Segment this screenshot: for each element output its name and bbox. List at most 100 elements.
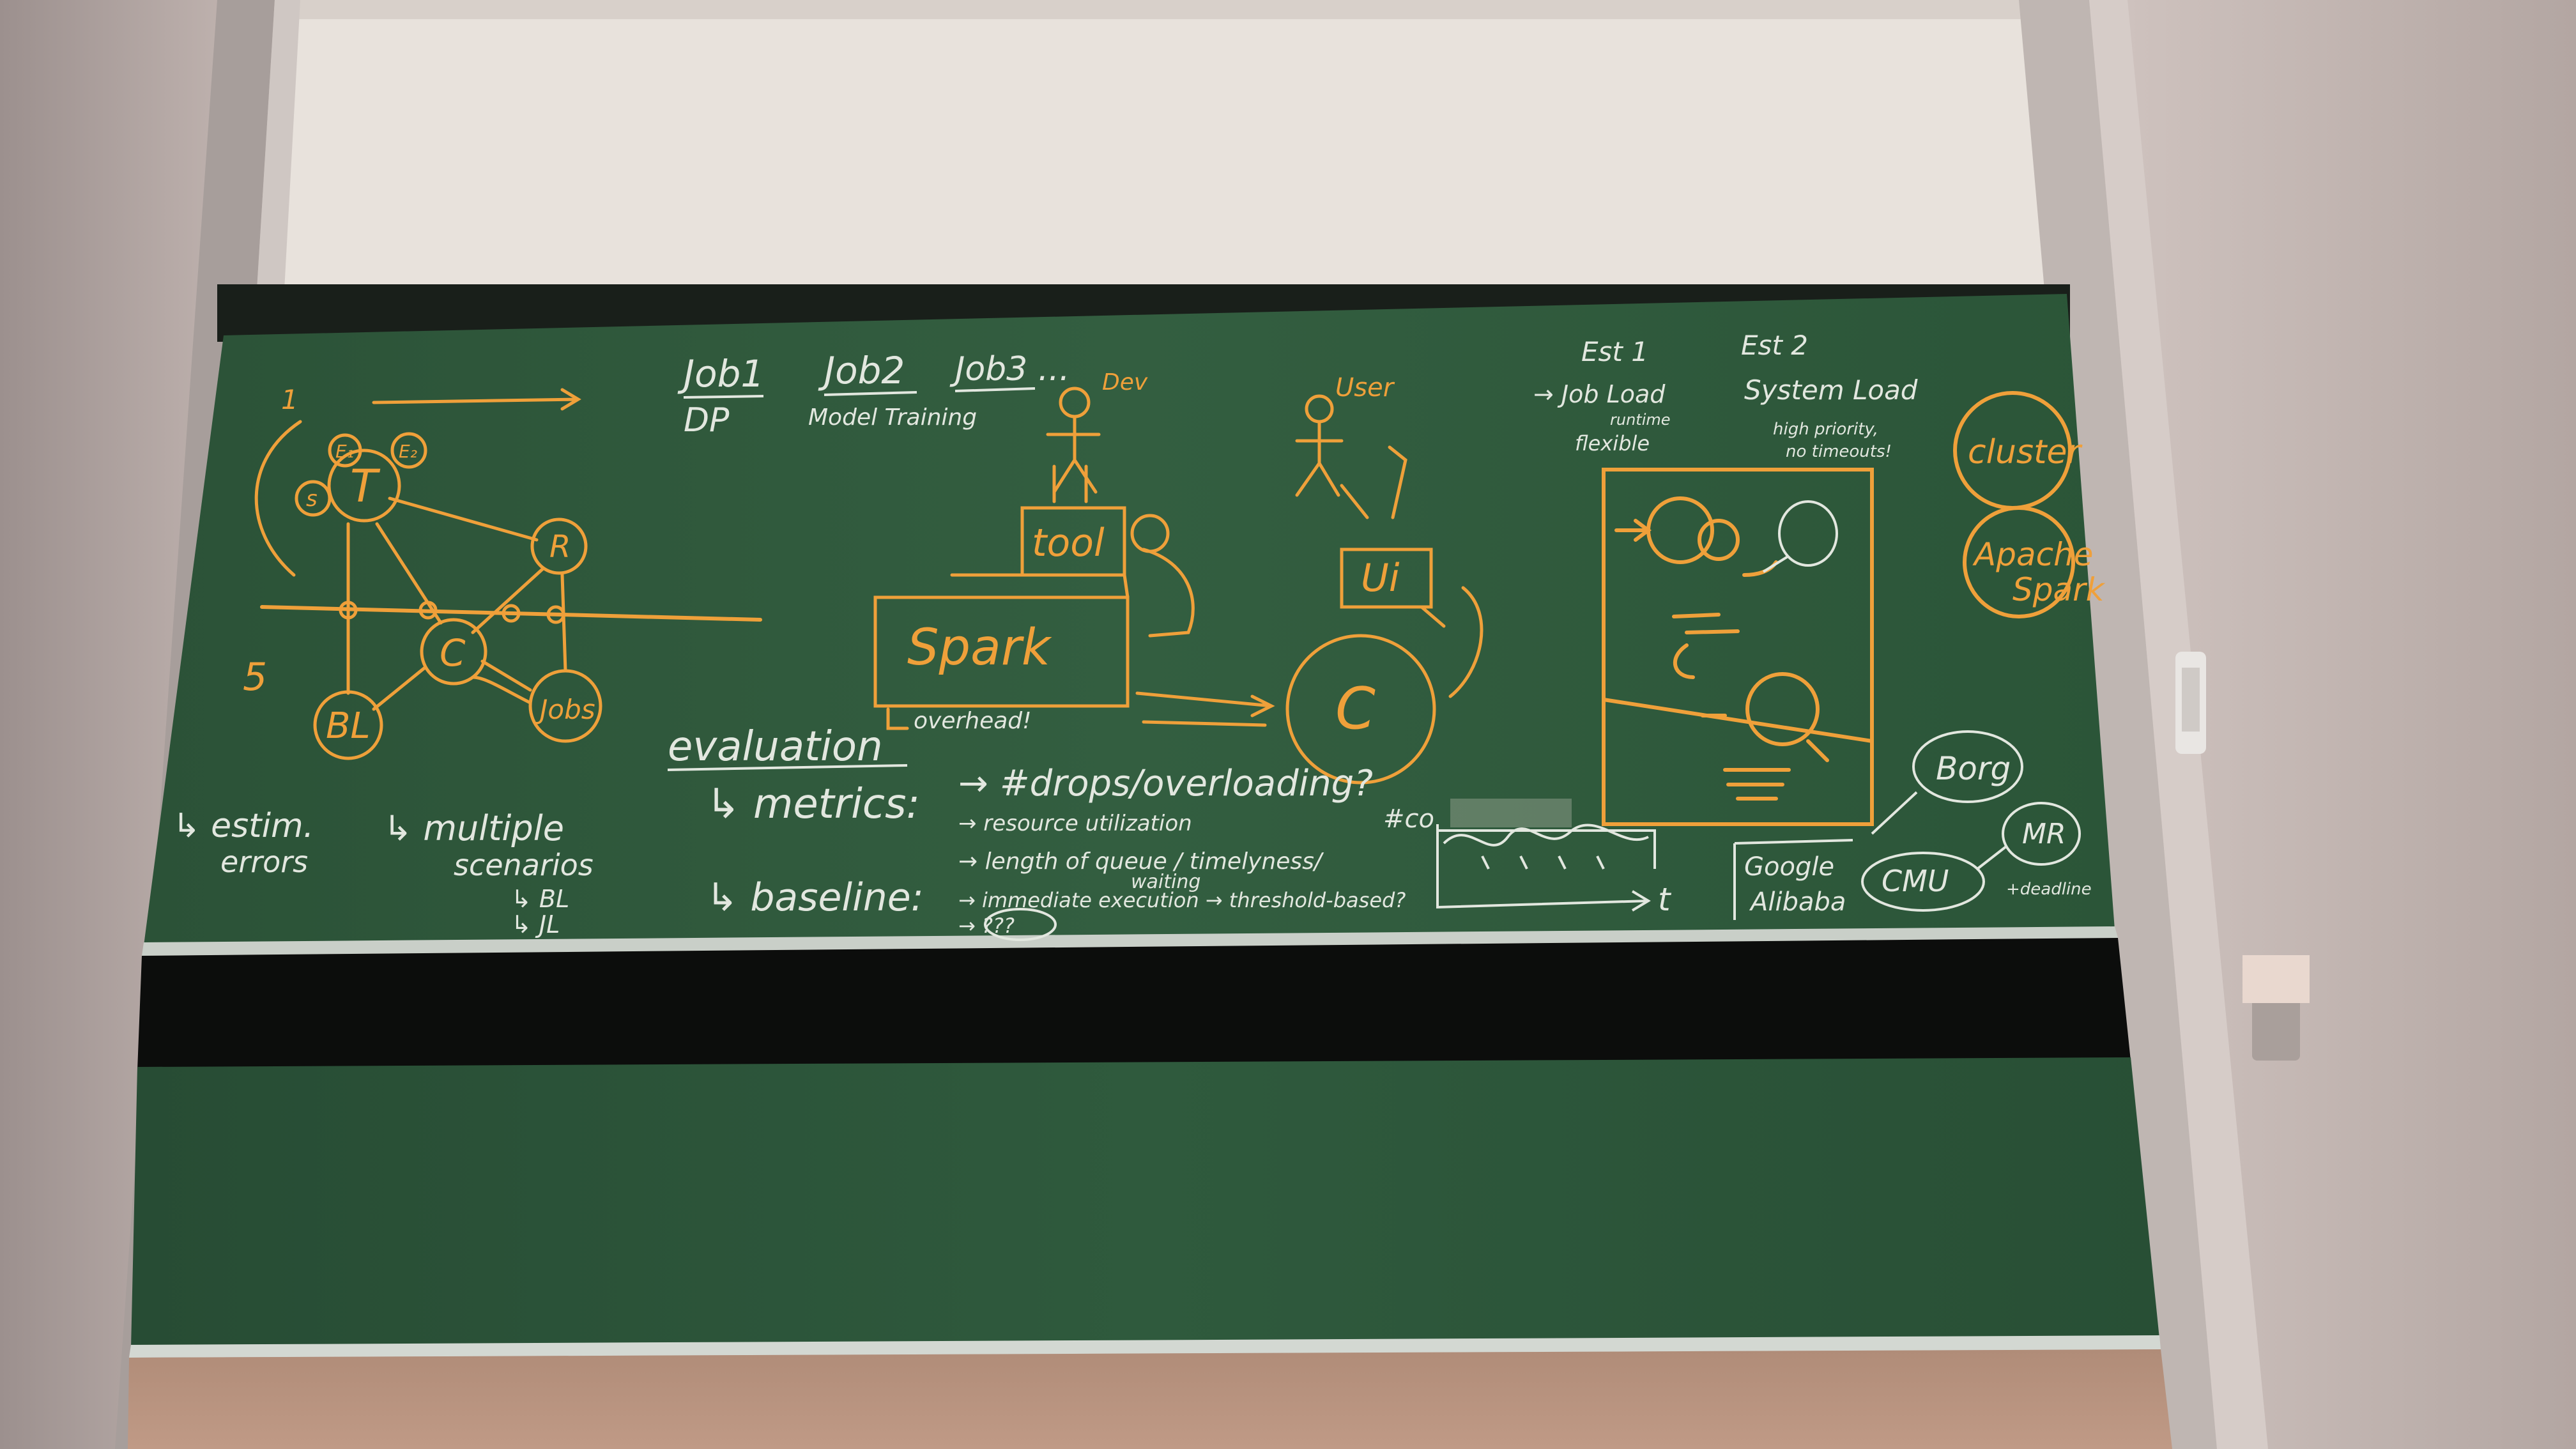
hline [260, 605, 762, 622]
job1-sub: DP [684, 401, 730, 440]
edge-t-r [388, 496, 539, 542]
evaluation-lines [667, 764, 1057, 941]
chalk-cup-paper [2242, 955, 2310, 1003]
node-bl-label: BL [326, 705, 371, 747]
estim-1: ↳ estim. [172, 807, 314, 845]
cmu-ellipse [1861, 852, 1985, 912]
est2-label: Est 2 [1741, 330, 1808, 361]
node-e2-label: E₂ [399, 441, 417, 462]
jobs-header: Job1 DP Job2 Model Training Job3 ... [677, 349, 1070, 440]
user-labels: User Ui C [1335, 373, 1400, 742]
right-box-diagram [1602, 468, 1874, 826]
graph-arrow [1631, 890, 1651, 912]
rb-arrow-down [1806, 739, 1829, 762]
overhead-label: overhead! [914, 708, 1032, 734]
apache-label: Apache [1972, 536, 2094, 573]
est1-sub: runtime [1610, 411, 1671, 429]
job2-label: Job2 [818, 349, 905, 392]
google-label: Google [1744, 852, 1834, 882]
rb-hook [1673, 643, 1695, 679]
c-big-circle [1285, 634, 1436, 785]
node-e2-circle [390, 432, 427, 469]
multi-1: ↳ multiple [383, 808, 564, 848]
edge-r-c [471, 567, 545, 634]
borg-label: Borg [1936, 750, 2011, 787]
tool-label: tool [1032, 521, 1105, 565]
mark-5: 5 [243, 655, 267, 700]
cluster-labels: cluster Apache Spark [1968, 433, 2106, 608]
node-c-circle [420, 618, 487, 686]
mr-line [1976, 845, 2007, 870]
graph-wave [1443, 824, 1649, 847]
bottom-left-notes: ↳ estim. errors ↳ multiple scenarios ↳ B… [172, 807, 594, 939]
left-diagram-labels: T s E₁ E₂ R C BL Jobs 1 5 [243, 384, 595, 747]
rb-line-b [1685, 629, 1740, 634]
job1-label: Job1 [677, 352, 764, 395]
deadline-label: +deadline [2006, 880, 2092, 899]
node-c-label: C [440, 631, 466, 675]
junction-4 [546, 605, 565, 624]
rb-bottom-lines [1723, 768, 1791, 801]
baseline-label: ↳ baseline: [706, 875, 924, 920]
arrow-top [372, 388, 581, 411]
left-diagram [254, 388, 762, 760]
edge-r-jobs [560, 573, 567, 673]
sources-diagram [1733, 730, 2081, 920]
node-s-label: s [306, 486, 318, 512]
ui-label: Ui [1361, 556, 1400, 601]
cluster-label: cluster [1968, 433, 2083, 471]
edge-c-jobs [480, 659, 532, 692]
graph-ticks [1481, 855, 1605, 870]
remote-buttons [2182, 668, 2200, 732]
spark-diagram [873, 387, 1275, 730]
node-t-circle [327, 448, 401, 523]
est2-note1: high priority, [1773, 420, 1878, 439]
baseline-1: → immediate execution → threshold-based? [958, 888, 1406, 912]
edge-jobs-c [471, 675, 532, 705]
chalk-tray-lower [129, 1335, 2161, 1358]
node-jobs-label: Jobs [535, 694, 595, 725]
user-body [1295, 420, 1344, 497]
chalk-tray-upper [142, 926, 2118, 956]
estim-2: errors [220, 845, 308, 879]
board-gap [137, 938, 2131, 1070]
smudge [1450, 799, 1572, 827]
baseline-2-circle [984, 908, 1057, 941]
junction-2 [418, 601, 438, 620]
dev-label: Dev [1102, 369, 1148, 395]
est-labels: Est 1 → Job Load runtime flexible Est 2 … [1533, 330, 1918, 461]
chalkboard-lower [131, 1057, 2159, 1348]
job3-label: Job3 ... [949, 350, 1070, 388]
borg-ellipse [1912, 730, 2023, 803]
rb-white-ellipse [1778, 500, 1838, 567]
spark-label: Spark [907, 619, 1052, 677]
overhead-hook [886, 707, 909, 730]
node-e1-label: E₁ [335, 441, 354, 462]
spark-labels: Spark tool Dev [907, 369, 1148, 677]
floor-area [128, 1349, 2172, 1449]
apache-circle [1963, 506, 2075, 618]
est2-note2: no timeouts! [1786, 442, 1892, 461]
time-graph [1436, 824, 1656, 912]
jobs-underlines [683, 387, 1036, 399]
tool-loop [1142, 548, 1195, 638]
apache-spark-label: Spark [2012, 571, 2106, 608]
bl-note: ↳ BL [511, 885, 569, 913]
right-box-white [1762, 500, 1838, 573]
est1-label: Est 1 [1581, 336, 1648, 367]
multi-2: scenarios [454, 848, 594, 882]
metric-3b: waiting [1131, 871, 1200, 893]
cluster-diagram [1953, 391, 2075, 618]
rb-white-arrow [1762, 555, 1790, 573]
metric-3: → length of queue / timelyness/ [958, 848, 1324, 875]
mr-label: MR [2022, 818, 2066, 850]
metric-1: → #drops/overloading? [958, 763, 1373, 804]
ui-to-c-hook [1448, 586, 1483, 698]
projection-screen [281, 0, 2057, 291]
graph-t-label: t [1658, 881, 1672, 918]
rb-circle-2 [1698, 519, 1740, 561]
metrics-label: ↳ metrics: [706, 781, 920, 828]
node-s-circle [295, 480, 332, 517]
spark-to-c-arrow2 [1142, 720, 1267, 727]
